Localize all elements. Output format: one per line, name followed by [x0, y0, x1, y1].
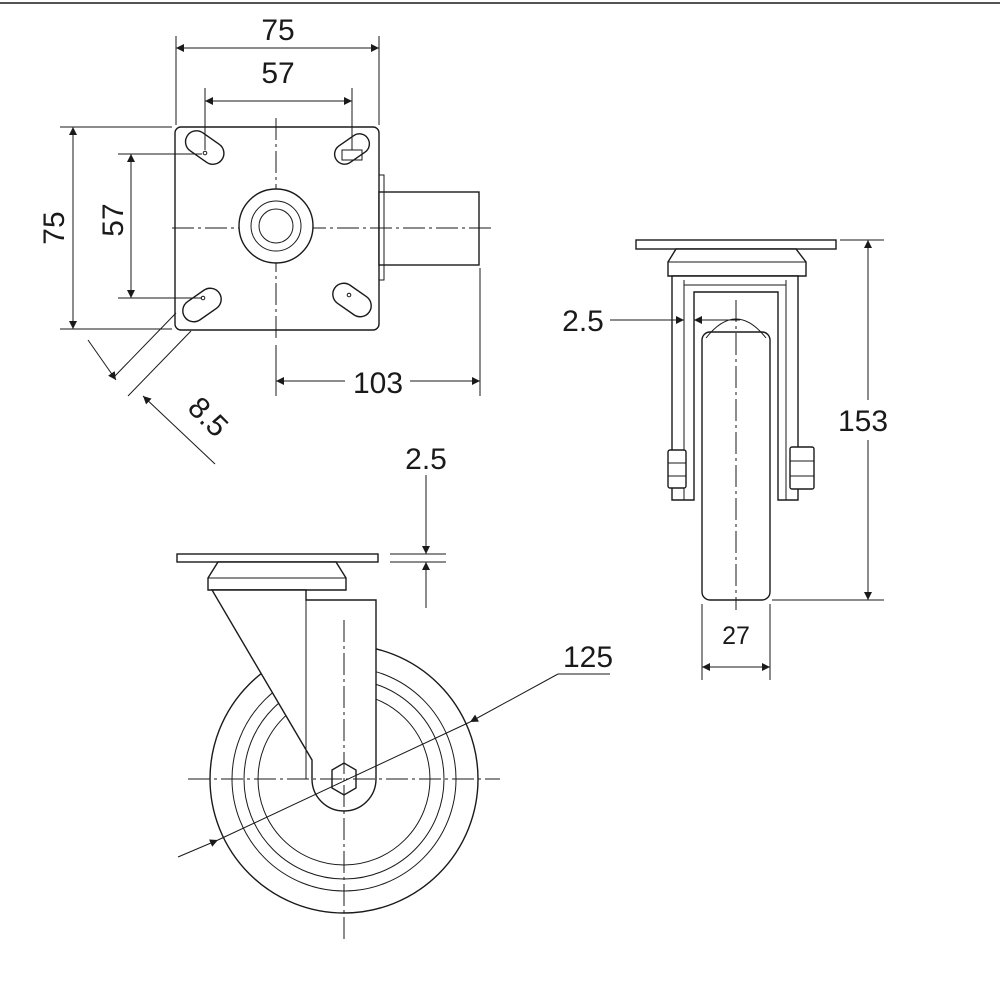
dim-overall-length: 103: [353, 367, 403, 400]
top-view: 75 57 75 57 8.5 103: [38, 14, 492, 465]
side-view: 2.5 125: [176, 443, 613, 940]
kingpin-outer: [238, 188, 314, 264]
kingpin-mid: [250, 200, 302, 252]
dim-slot-width: 8.5: [181, 391, 234, 444]
side-plate: [176, 553, 379, 563]
front-view: 2.5 153 27: [562, 239, 888, 680]
dim-top-plate-height: 75: [38, 211, 71, 244]
kingpin-inner: [258, 208, 294, 244]
slot-bottom-left: [182, 287, 222, 323]
dim-top-hole-spacing-x: 57: [261, 57, 294, 90]
dim-wheel-width: 27: [722, 622, 750, 650]
dim-plate-thickness: 2.5: [405, 443, 447, 476]
front-nut-right: [789, 446, 815, 490]
dim-wheel-diameter: 125: [563, 641, 613, 674]
front-plate: [635, 239, 837, 250]
front-nut-left: [667, 449, 687, 489]
slot-bottom-right: [332, 282, 372, 318]
dim-top-hole-spacing-y: 57: [97, 203, 130, 236]
dim-top-plate-width: 75: [261, 14, 294, 47]
dim-side-frame-thickness: 2.5: [562, 305, 604, 338]
side-fork: [210, 589, 377, 812]
side-bearing: [207, 561, 347, 591]
dim-overall-height: 153: [838, 405, 888, 438]
